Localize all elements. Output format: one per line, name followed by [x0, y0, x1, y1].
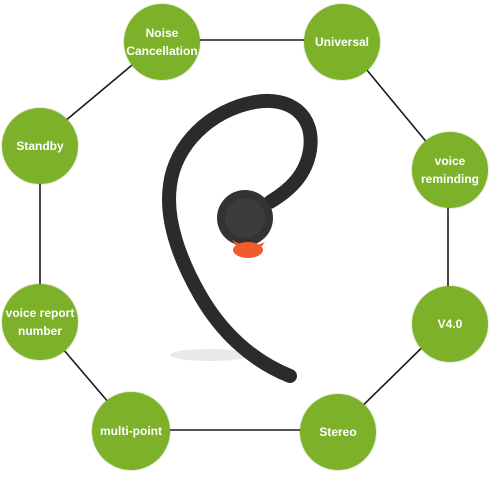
badge-noise-cancellation: Noise Cancellation — [124, 4, 200, 80]
bluetooth-earpiece-image — [162, 93, 318, 383]
badge-standby: Standby — [2, 108, 78, 184]
badge-universal: Universal — [304, 4, 380, 80]
badge-v40: V4.0 — [412, 286, 488, 362]
badge-voice-report-number: voice report number — [2, 284, 78, 360]
badge-voice-reminding: voice reminding — [412, 132, 488, 208]
badge-multi-point: multi-point — [92, 392, 170, 470]
badge-stereo: Stereo — [300, 394, 376, 470]
